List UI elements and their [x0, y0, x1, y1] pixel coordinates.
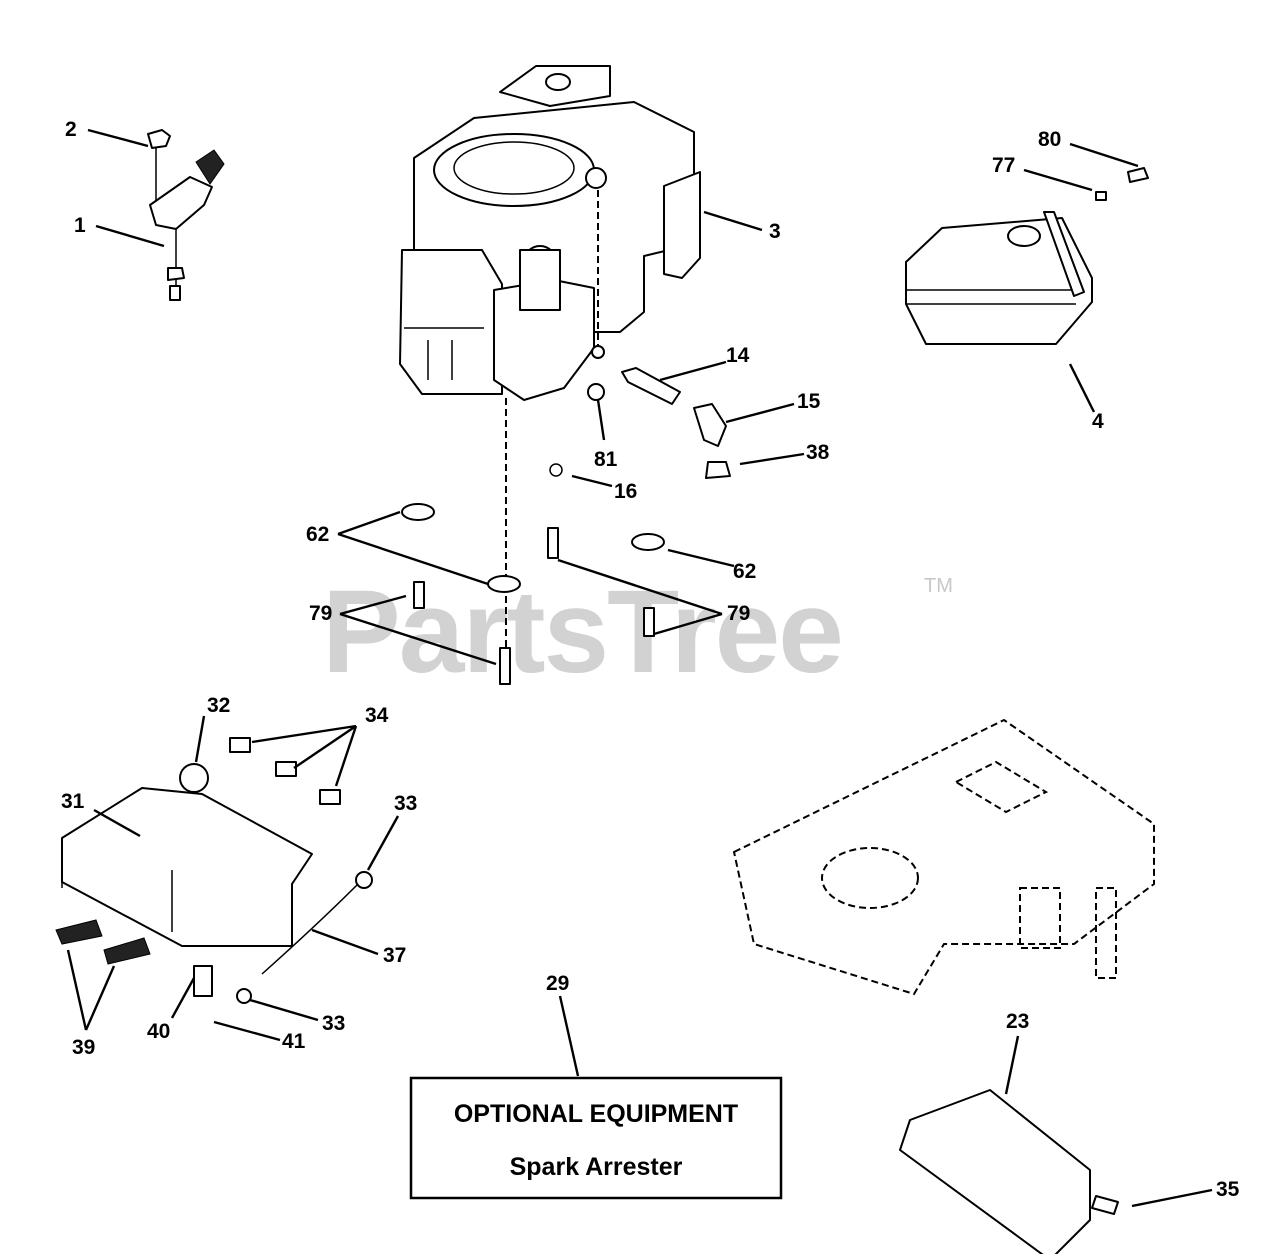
frame-part[interactable]: [732, 718, 1155, 996]
callout-1: 1: [74, 214, 86, 237]
callout-81: 81: [594, 448, 618, 471]
callout-80: 80: [1038, 128, 1061, 151]
callout-2: 2: [65, 118, 77, 141]
callout-labels: 2 1 3 80 77 4 14 15 38 81 16 62 62 79 79…: [61, 118, 1240, 1201]
optional-equipment-box: OPTIONAL EQUIPMENT Spark Arrester: [409, 1076, 783, 1200]
callout-40: 40: [147, 1020, 170, 1043]
callout-79-left: 79: [309, 602, 332, 625]
watermark-text: PartsTree: [322, 566, 842, 698]
callout-41: 41: [282, 1030, 306, 1053]
callout-14: 14: [726, 344, 750, 367]
callout-33-bottom: 33: [322, 1012, 345, 1035]
optional-equipment-subtitle: Spark Arrester: [510, 1153, 683, 1181]
callout-15: 15: [797, 390, 821, 413]
spark-arrester-parts[interactable]: [55, 737, 373, 1004]
callout-77: 77: [992, 154, 1015, 177]
callout-34: 34: [365, 704, 389, 727]
callout-38: 38: [806, 441, 830, 464]
callout-29: 29: [546, 972, 569, 995]
washers-and-bolts[interactable]: [401, 503, 665, 685]
leader-lines: [66, 128, 1213, 1208]
callout-62-left: 62: [306, 523, 329, 546]
callout-39: 39: [72, 1036, 95, 1059]
watermark: PartsTree TM: [322, 566, 953, 698]
callout-3: 3: [769, 220, 781, 243]
callout-33-top: 33: [394, 792, 417, 815]
callout-23: 23: [1006, 1010, 1029, 1033]
callout-79-right: 79: [727, 602, 750, 625]
throttle-control-part[interactable]: [147, 129, 225, 301]
watermark-trademark: TM: [924, 575, 953, 597]
callout-31: 31: [61, 790, 85, 813]
callout-4: 4: [1092, 410, 1104, 433]
callout-62-right: 62: [733, 560, 756, 583]
optional-equipment-title: OPTIONAL EQUIPMENT: [454, 1100, 738, 1128]
oil-drain-assembly[interactable]: [549, 367, 731, 479]
engine-part[interactable]: [399, 65, 701, 660]
callout-32: 32: [207, 694, 230, 717]
callout-35: 35: [1216, 1178, 1240, 1201]
muffler-part[interactable]: [905, 167, 1149, 345]
callout-37: 37: [383, 944, 406, 967]
callout-16: 16: [614, 480, 637, 503]
heat-shield-part[interactable]: [899, 1089, 1119, 1254]
